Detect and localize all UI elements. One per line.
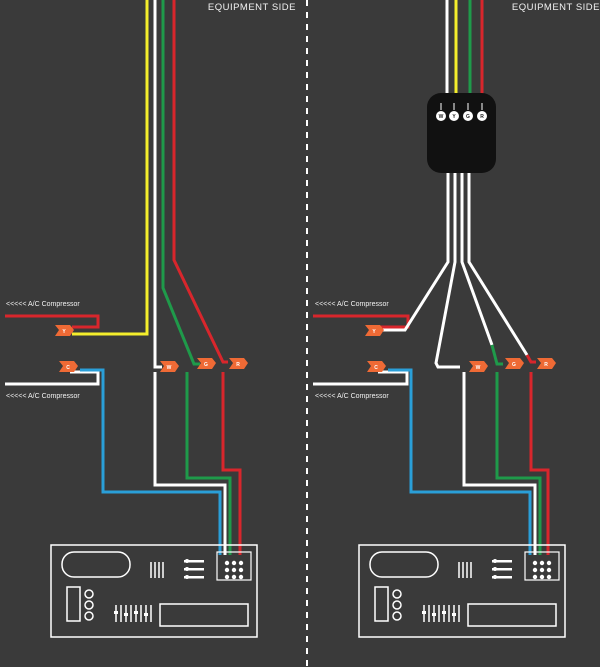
svg-text:R: R — [544, 362, 548, 368]
svg-text:Y: Y — [372, 329, 376, 335]
svg-text:R: R — [236, 362, 240, 368]
control-board-right — [358, 544, 566, 638]
equipment-side-label-right: EQUIPMENT SIDE — [512, 2, 600, 13]
compressor-label-top-right: <<<<< A/C Compressor — [315, 301, 389, 308]
connector-y: Y — [55, 325, 74, 336]
svg-text:W: W — [476, 365, 481, 371]
module-wire-w — [434, 170, 460, 369]
connector-c-right: C — [367, 361, 386, 372]
module-terminal-y: Y — [452, 114, 456, 120]
svg-text:G: G — [204, 362, 208, 368]
connector-c: C — [59, 361, 78, 372]
module-terminal-r: R — [480, 114, 484, 120]
compressor-label-top: <<<<< A/C Compressor — [6, 301, 80, 308]
equipment-side-label-left: EQUIPMENT SIDE — [208, 2, 296, 13]
svg-text:W: W — [167, 365, 172, 371]
wire-green-to-board — [185, 372, 232, 555]
connector-r: R — [229, 358, 248, 369]
compressor-wire-white — [5, 370, 100, 386]
svg-text:Y: Y — [62, 329, 66, 335]
module-terminal-g: G — [466, 114, 470, 120]
wire-blue-to-board — [80, 368, 222, 555]
connector-y-right: Y — [365, 325, 384, 336]
compressor-label-bottom-right: <<<<< A/C Compressor — [315, 393, 389, 400]
module-wire-r — [467, 170, 529, 356]
svg-text:G: G — [512, 362, 516, 368]
wire-green-to-board-right — [495, 372, 542, 555]
module-wire-g — [460, 170, 494, 346]
wire-blue-to-board-right — [388, 368, 532, 555]
right-panel: <<<<< A/C Compressor <<<<< A/C Compresso… — [313, 0, 566, 638]
module-terminal-w: W — [439, 114, 444, 120]
compressor-label-bottom: <<<<< A/C Compressor — [6, 393, 80, 400]
connector-w-right: W — [469, 361, 488, 372]
connector-r-right: R — [537, 358, 556, 369]
wire-white-to-board-right — [462, 372, 537, 555]
compressor-wire-red — [5, 314, 100, 329]
svg-text:C: C — [374, 365, 378, 371]
wire-red-to-board — [221, 372, 242, 555]
svg-text:C: C — [66, 365, 70, 371]
wire-red-stub — [525, 354, 536, 364]
compressor-wire-white-right — [313, 370, 409, 386]
control-board — [50, 544, 258, 638]
wire-red-to-board-right — [529, 372, 550, 555]
wire-white — [153, 0, 162, 369]
left-panel: <<<<< A/C Compressor <<<<< A/C Compresso… — [5, 0, 258, 638]
compressor-wire-red-right — [313, 314, 410, 329]
wire-white-to-board — [153, 372, 227, 555]
wire-green-stub — [490, 344, 503, 366]
wire-yellow — [72, 0, 149, 336]
connector-g-right: G — [505, 358, 524, 369]
wire-red — [172, 0, 228, 364]
module-wire-y — [382, 170, 450, 332]
connector-g: G — [197, 358, 216, 369]
thermostat-module: W Y G R — [427, 93, 496, 173]
connector-w: W — [160, 361, 179, 372]
wire-green — [161, 0, 200, 366]
